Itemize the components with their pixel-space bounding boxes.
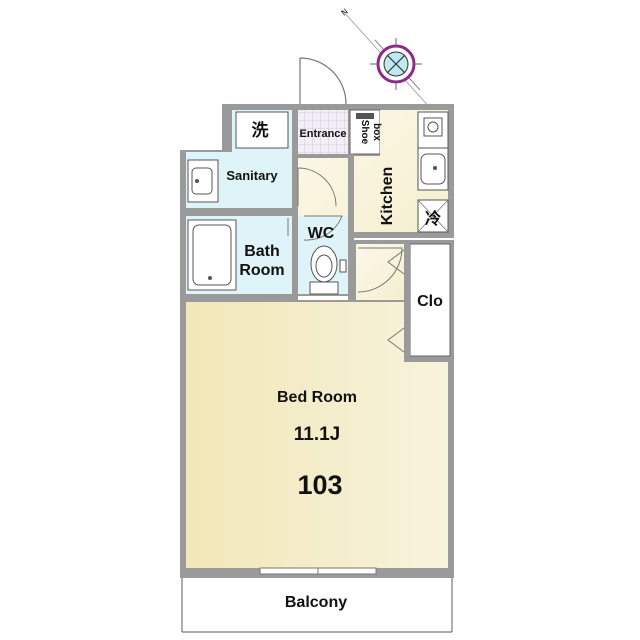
bath-label-line2: Room (239, 262, 284, 279)
shoe-box-label-line2: box (371, 123, 382, 141)
entrance-label: Entrance (299, 128, 346, 140)
washer-pan (235, 111, 289, 149)
sanitary-label: Sanitary (226, 168, 278, 183)
interior-walls (180, 104, 410, 362)
kitchen-sink-icon (417, 147, 449, 191)
bedroom (186, 302, 448, 568)
kitchen-label: Kitchen (379, 167, 396, 226)
balcony (180, 567, 454, 633)
shoe-box-label-line1: Shoe (359, 120, 370, 145)
laundry-label: 洗 (252, 120, 269, 140)
stove-icon (417, 111, 449, 149)
compass-north-label: N (340, 7, 350, 18)
bath-label-line1: Bath (244, 243, 280, 260)
compass-rose-icon (341, 9, 433, 111)
interior-doors (287, 167, 405, 353)
entrance-door (299, 57, 347, 105)
entrance-area (298, 110, 348, 154)
bedroom-size-label: 11.1J (294, 424, 341, 445)
wc-label: WC (308, 225, 335, 242)
unit-number-label: 103 (297, 470, 342, 500)
toilet-icon (309, 245, 347, 295)
bathtub-icon (187, 219, 237, 291)
balcony-label: Balcony (285, 594, 347, 611)
bedroom-label: Bed Room (277, 389, 357, 406)
washbasin-icon (187, 159, 219, 203)
fridge-label: 冷 (425, 209, 441, 228)
closet-label: Clo (417, 293, 443, 310)
kitchen-area (298, 110, 448, 240)
